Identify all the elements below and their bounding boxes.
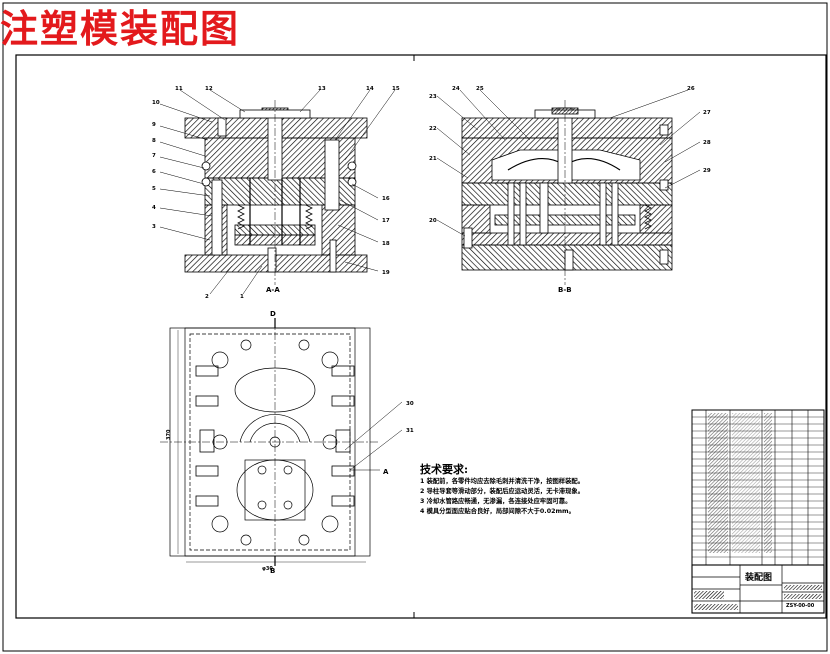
drawing-number: ZSY-00-00: [786, 603, 815, 609]
part-label-10: 10: [152, 100, 160, 106]
section-marker-bottom: B: [270, 567, 275, 575]
part-label-16: 16: [382, 196, 390, 202]
part-label-18: 18: [382, 241, 390, 247]
part-label-11: 11: [175, 86, 183, 92]
part-label-24: 24: [452, 86, 460, 92]
technical-note-item: 4 模具分型面应贴合良好，局部间隙不大于0.02mm。: [420, 508, 575, 515]
part-label-6: 6: [152, 169, 156, 175]
part-label-15: 15: [392, 86, 400, 92]
part-label-27: 27: [703, 110, 711, 116]
part-label-13: 13: [318, 86, 326, 92]
section-marker-top: D: [270, 310, 276, 318]
part-label-22: 22: [429, 126, 437, 132]
front-part-labels: 10 9 8 7 6 5 4 3 11 12 13 14 15 16 17 18…: [152, 86, 400, 300]
part-label-14: 14: [366, 86, 374, 92]
part-label-3: 3: [152, 224, 156, 230]
part-label-21: 21: [429, 156, 437, 162]
part-label-2: 2: [205, 294, 209, 300]
part-label-25: 25: [476, 86, 484, 92]
part-label-8: 8: [152, 138, 156, 144]
side-section-view: [436, 89, 701, 285]
drawing-title: 注塑模装配图: [0, 6, 241, 51]
part-label-1: 1: [240, 294, 244, 300]
technical-note-item: 1 装配前，各零件均应去除毛刺并清洗干净，按图样装配。: [420, 478, 584, 485]
part-label-4: 4: [152, 205, 156, 211]
front-section-view: [159, 89, 396, 295]
technical-note-item: 2 导柱导套等滑动部分，装配后应运动灵活，无卡滞现象。: [420, 488, 584, 495]
part-label-28: 28: [703, 140, 711, 146]
plan-width-dimension: φ30: [262, 566, 273, 572]
part-label-7: 7: [152, 153, 156, 159]
section-marker-right: A: [383, 468, 389, 476]
part-label-5: 5: [152, 186, 156, 192]
plan-height-dimension: 370: [166, 429, 172, 440]
part-label-31: 31: [406, 428, 414, 434]
plan-view: [160, 318, 403, 566]
title-block: [691, 564, 825, 614]
view-label-front: A-A: [266, 286, 280, 294]
part-label-29: 29: [703, 168, 711, 174]
view-label-side: B-B: [558, 286, 572, 294]
technical-note-item: 3 冷却水管路应畅通，无渗漏，各连接处应牢固可靠。: [420, 498, 572, 505]
part-label-9: 9: [152, 122, 156, 128]
part-label-30: 30: [406, 401, 414, 407]
technical-notes-title: 技术要求:: [420, 463, 469, 476]
part-label-26: 26: [687, 86, 695, 92]
part-label-17: 17: [382, 218, 390, 224]
technical-notes: 技术要求: 1 装配前，各零件均应去除毛刺并清洗干净，按图样装配。 2 导柱导套…: [420, 463, 685, 517]
drawing-name: 装配图: [744, 571, 772, 583]
part-label-23: 23: [429, 94, 437, 100]
part-label-19: 19: [382, 270, 390, 276]
plan-labels: D B A 30 31 φ30 370: [166, 310, 414, 575]
side-part-labels: 23 22 21 20 24 25 26 27 28 29: [429, 86, 711, 224]
part-label-20: 20: [429, 218, 437, 224]
parts-list-table: [691, 409, 825, 566]
part-label-12: 12: [205, 86, 213, 92]
